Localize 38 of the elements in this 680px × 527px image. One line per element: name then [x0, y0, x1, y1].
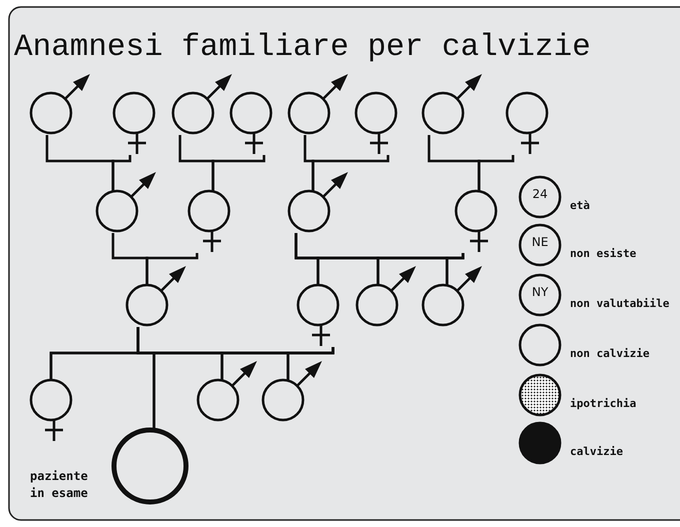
legend-sample-text: NY: [530, 285, 550, 299]
male-symbol: [421, 71, 485, 135]
legend-label: non calvizie: [570, 347, 650, 360]
legend-sample-text: 24: [531, 187, 549, 201]
node-caption: paziente in esame: [30, 468, 89, 502]
female-symbol: [454, 189, 498, 253]
male-symbol: [171, 71, 235, 135]
male-symbol: [421, 263, 485, 327]
legend-label: non valutabiile: [570, 297, 670, 310]
female-symbol: [29, 378, 73, 442]
male-symbol: [261, 358, 325, 422]
female-symbol: [354, 91, 398, 155]
male-symbol: [125, 263, 189, 327]
female-symbol: [505, 91, 549, 155]
female-symbol: [229, 91, 273, 155]
male-symbol: [29, 71, 93, 135]
female-symbol: [112, 91, 156, 155]
pedigree-line: [146, 253, 198, 285]
legend-label: età: [570, 199, 590, 212]
pedigree-line: [478, 155, 514, 191]
female-symbol: [296, 283, 340, 347]
patient-circle: [111, 427, 189, 505]
male-symbol: [355, 263, 419, 327]
male-symbol: [95, 169, 159, 233]
male-symbol: [287, 71, 351, 135]
pedigree-line: [112, 155, 132, 191]
female-symbol: [187, 189, 231, 253]
legend-label: calvizie: [570, 445, 623, 458]
pedigree-line: [446, 253, 464, 285]
pedigree-line: [212, 155, 266, 191]
male-symbol: [287, 169, 351, 233]
diagram-title: Anamnesi familiare per calvizie: [14, 30, 591, 65]
pedigree-line: [312, 155, 390, 191]
legend-label: non esiste: [570, 247, 636, 260]
legend-sample-text: NE: [530, 235, 550, 249]
pedigree-line: [286, 347, 334, 380]
legend-label: ipotrichia: [570, 397, 636, 410]
male-symbol: [196, 358, 260, 422]
